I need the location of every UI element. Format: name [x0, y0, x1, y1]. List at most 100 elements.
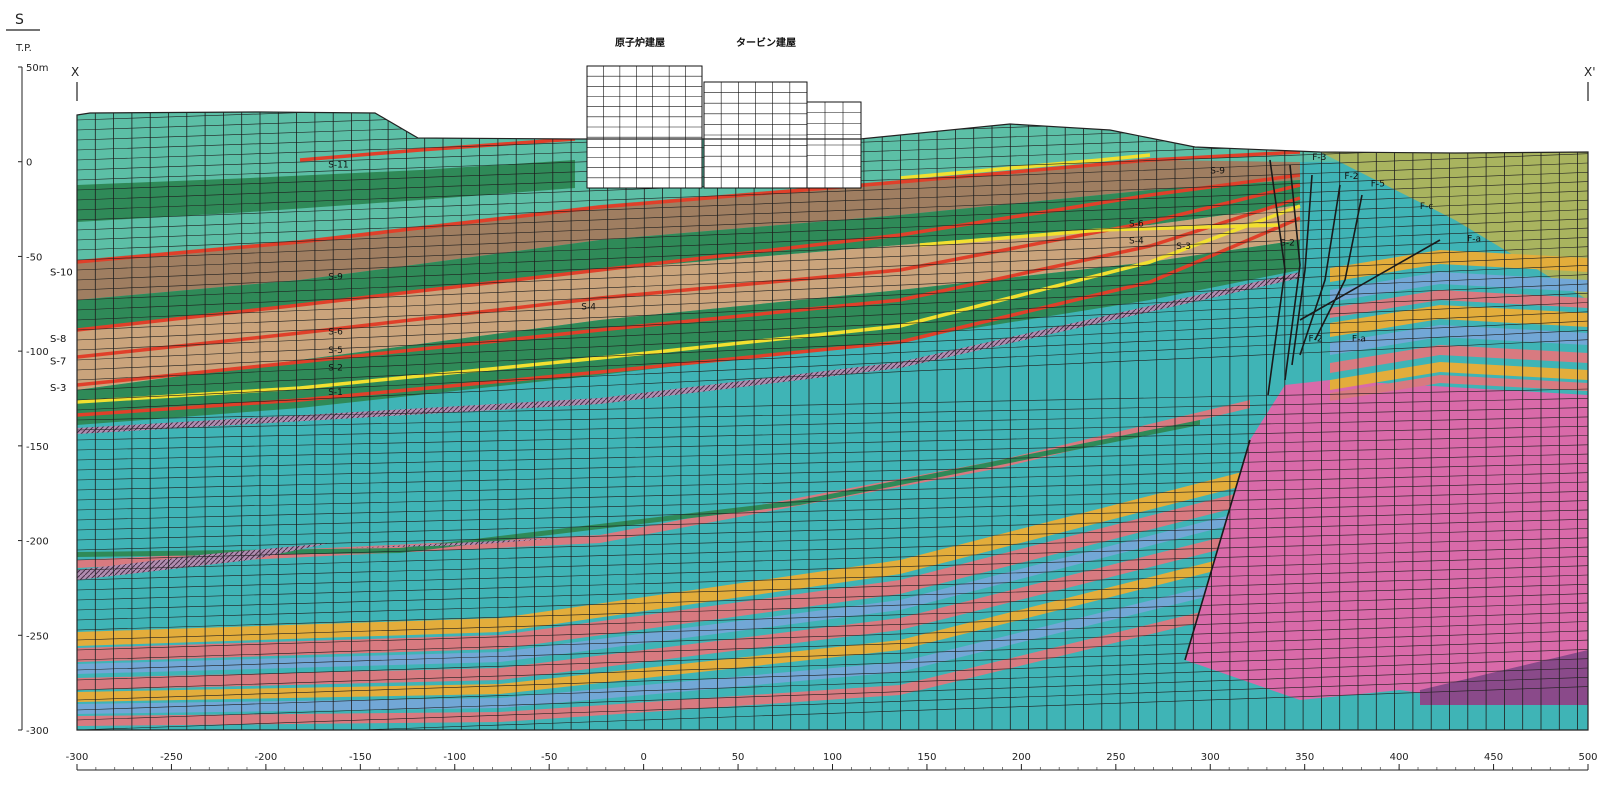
- mesh-horizontal-line: [77, 435, 1588, 471]
- mesh-horizontal-line: [77, 388, 1588, 421]
- distance-tick-label: -250: [160, 752, 183, 763]
- mesh-horizontal-line: [77, 528, 1588, 571]
- mesh-horizontal-line: [77, 181, 1588, 241]
- distance-tick-label: -50: [541, 752, 557, 763]
- mesh-horizontal-line: [77, 472, 1588, 511]
- elevation-tick-label: -200: [26, 537, 49, 548]
- elevation-tick-label: -300: [26, 726, 49, 737]
- elevation-tick-label: -150: [26, 442, 49, 453]
- mesh-horizontal-line: [77, 112, 1588, 131]
- mesh-horizontal-line: [77, 302, 1588, 371]
- strata-layers: [77, 112, 1588, 730]
- mesh-horizontal-line: [77, 453, 1588, 491]
- mesh-horizontal-line: [77, 649, 1588, 701]
- mesh-horizontal-line: [77, 237, 1588, 301]
- seam-label: S-4: [1129, 236, 1144, 246]
- fault-label: F-a: [1467, 234, 1481, 244]
- fault-label: F-3: [1312, 153, 1326, 163]
- mesh-horizontal-line: [77, 172, 1588, 231]
- seam-label: S-9: [328, 272, 343, 282]
- fault-line-4: [1314, 194, 1363, 341]
- mesh-horizontal-line: [77, 416, 1588, 451]
- mesh-horizontal-line: [77, 255, 1588, 321]
- model-boundary: [76, 111, 1589, 731]
- mesh-horizontal-line: [77, 556, 1588, 601]
- right-bed-2: [1330, 290, 1588, 318]
- mesh-horizontal-line: [77, 621, 1588, 671]
- distance-tick-label: 400: [1390, 752, 1409, 763]
- right-bed-5: [1330, 345, 1588, 373]
- mesh-horizontal-line: [77, 407, 1588, 441]
- lower-bed-5: [77, 530, 1250, 690]
- distance-tick-label: -150: [349, 752, 372, 763]
- turbine-building-label: タービン建屋: [736, 36, 796, 49]
- olive-surface-deposit: [1320, 152, 1588, 300]
- mesh-horizontal-line: [77, 265, 1588, 331]
- seam-label-margin: S-8: [50, 334, 66, 345]
- mesh-horizontal-line: [77, 283, 1588, 351]
- mesh-horizontal-line: [77, 667, 1588, 721]
- seam-label: S-2: [1280, 238, 1295, 248]
- mesh-horizontal-line: [77, 500, 1588, 541]
- mesh-horizontal-line: [77, 463, 1588, 501]
- seam-label-margin: S-10: [50, 268, 73, 279]
- marker-seam-7: [899, 153, 1151, 180]
- mesh-horizontal-line: [77, 481, 1588, 521]
- mesh-horizontal-line: [77, 584, 1588, 631]
- buildings: [586, 65, 862, 189]
- distance-tick-label: 0: [640, 752, 646, 763]
- mesh-horizontal-line: [77, 218, 1588, 281]
- seam-label-margin: S-7: [50, 357, 66, 368]
- seam-label: S-3: [1176, 242, 1191, 252]
- fault-label: F-5: [1371, 179, 1385, 189]
- distance-tick-label: -100: [443, 752, 466, 763]
- elevation-tick-label: 0: [26, 158, 32, 169]
- mesh-horizontal-line: [77, 537, 1588, 581]
- fault-line-2: [1291, 174, 1313, 366]
- hatched-lens-1: [77, 543, 330, 580]
- fault-line-1: [1284, 164, 1301, 381]
- elevation-tick-label: 50m: [26, 63, 48, 74]
- direction-label: S: [15, 12, 24, 28]
- distance-tick-label: 300: [1201, 752, 1220, 763]
- seam-label: S-2: [328, 363, 343, 373]
- fault-label: F-a: [1352, 335, 1366, 345]
- mesh-horizontal-line: [77, 339, 1588, 411]
- mesh-horizontal-line: [77, 162, 1588, 221]
- mesh-horizontal-line: [77, 311, 1588, 381]
- distance-tick-label: 350: [1295, 752, 1314, 763]
- mesh-horizontal-line: [77, 292, 1588, 361]
- mesh-horizontal-line: [77, 611, 1588, 661]
- mesh-horizontal-line: [77, 509, 1588, 551]
- distance-tick-label: 500: [1578, 752, 1597, 763]
- mesh-horizontal-line: [77, 658, 1588, 711]
- mesh-horizontal-line: [77, 518, 1588, 561]
- seam-label: S-1: [328, 388, 343, 398]
- mesh-horizontal-line: [77, 565, 1588, 611]
- mesh-horizontal-line: [77, 274, 1588, 341]
- seam-label: S-4: [581, 303, 596, 313]
- mesh-horizontal-line: [77, 320, 1588, 391]
- mesh-horizontal-line: [77, 639, 1588, 691]
- fault-line-3: [1299, 184, 1341, 356]
- distance-tick-label: 150: [917, 752, 936, 763]
- lower-bed-6: [77, 552, 1250, 702]
- mesh-horizontal-line: [77, 630, 1588, 681]
- elevation-tick-label: -250: [26, 631, 49, 642]
- distance-tick-label: 200: [1012, 752, 1031, 763]
- marker-seam-0: [299, 137, 576, 162]
- section-outline: [76, 111, 1589, 731]
- lower-bed-3: [77, 490, 1250, 662]
- mesh-horizontal-line: [77, 574, 1588, 621]
- seam-label: S-6: [1129, 219, 1144, 229]
- mesh-horizontal-line: [77, 190, 1588, 251]
- elevation-tick-label: -50: [26, 252, 42, 263]
- seam-label: S-9: [1210, 166, 1225, 176]
- distance-tick-label: 250: [1106, 752, 1125, 763]
- mesh-horizontal-line: [77, 246, 1588, 311]
- fault-lines: [1184, 159, 1441, 661]
- fault-line-0: [1267, 159, 1286, 396]
